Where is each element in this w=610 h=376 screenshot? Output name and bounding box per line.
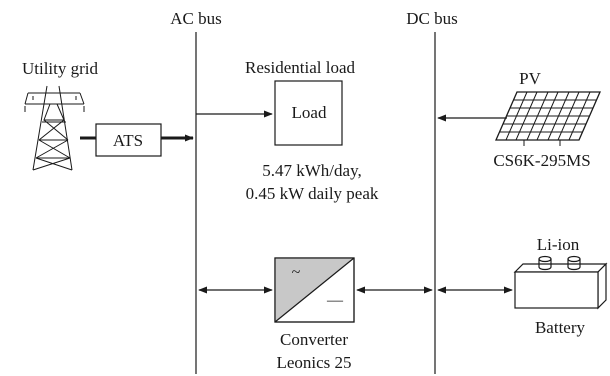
- converter-box: [274, 257, 355, 323]
- load-peak-text: 0.45 kW daily peak: [246, 184, 379, 203]
- battery-chemistry-label: Li-ion: [537, 235, 580, 254]
- transmission-tower-icon: [24, 85, 85, 171]
- load-box-label: Load: [292, 103, 327, 122]
- ac-bus-label: AC bus: [170, 9, 221, 28]
- residential-load-label: Residential load: [245, 58, 356, 77]
- pv-label: PV: [519, 69, 541, 88]
- load-box: [274, 80, 343, 146]
- battery-icon: [513, 255, 608, 310]
- utility-grid-label: Utility grid: [22, 59, 99, 78]
- ats-label: ATS: [113, 131, 143, 150]
- ats-box: [95, 123, 162, 157]
- battery-label: Battery: [535, 318, 586, 337]
- load-energy-text: 5.47 kWh/day,: [262, 161, 361, 180]
- dc-bus-label: DC bus: [406, 9, 457, 28]
- converter-dc-symbol: —: [326, 292, 344, 309]
- converter-model-label: Leonics 25: [276, 353, 351, 372]
- converter-label: Converter: [280, 330, 348, 349]
- solar-panel-icon: [495, 91, 601, 146]
- pv-model-label: CS6K-295MS: [493, 151, 590, 170]
- converter-ac-symbol: ~: [292, 264, 301, 281]
